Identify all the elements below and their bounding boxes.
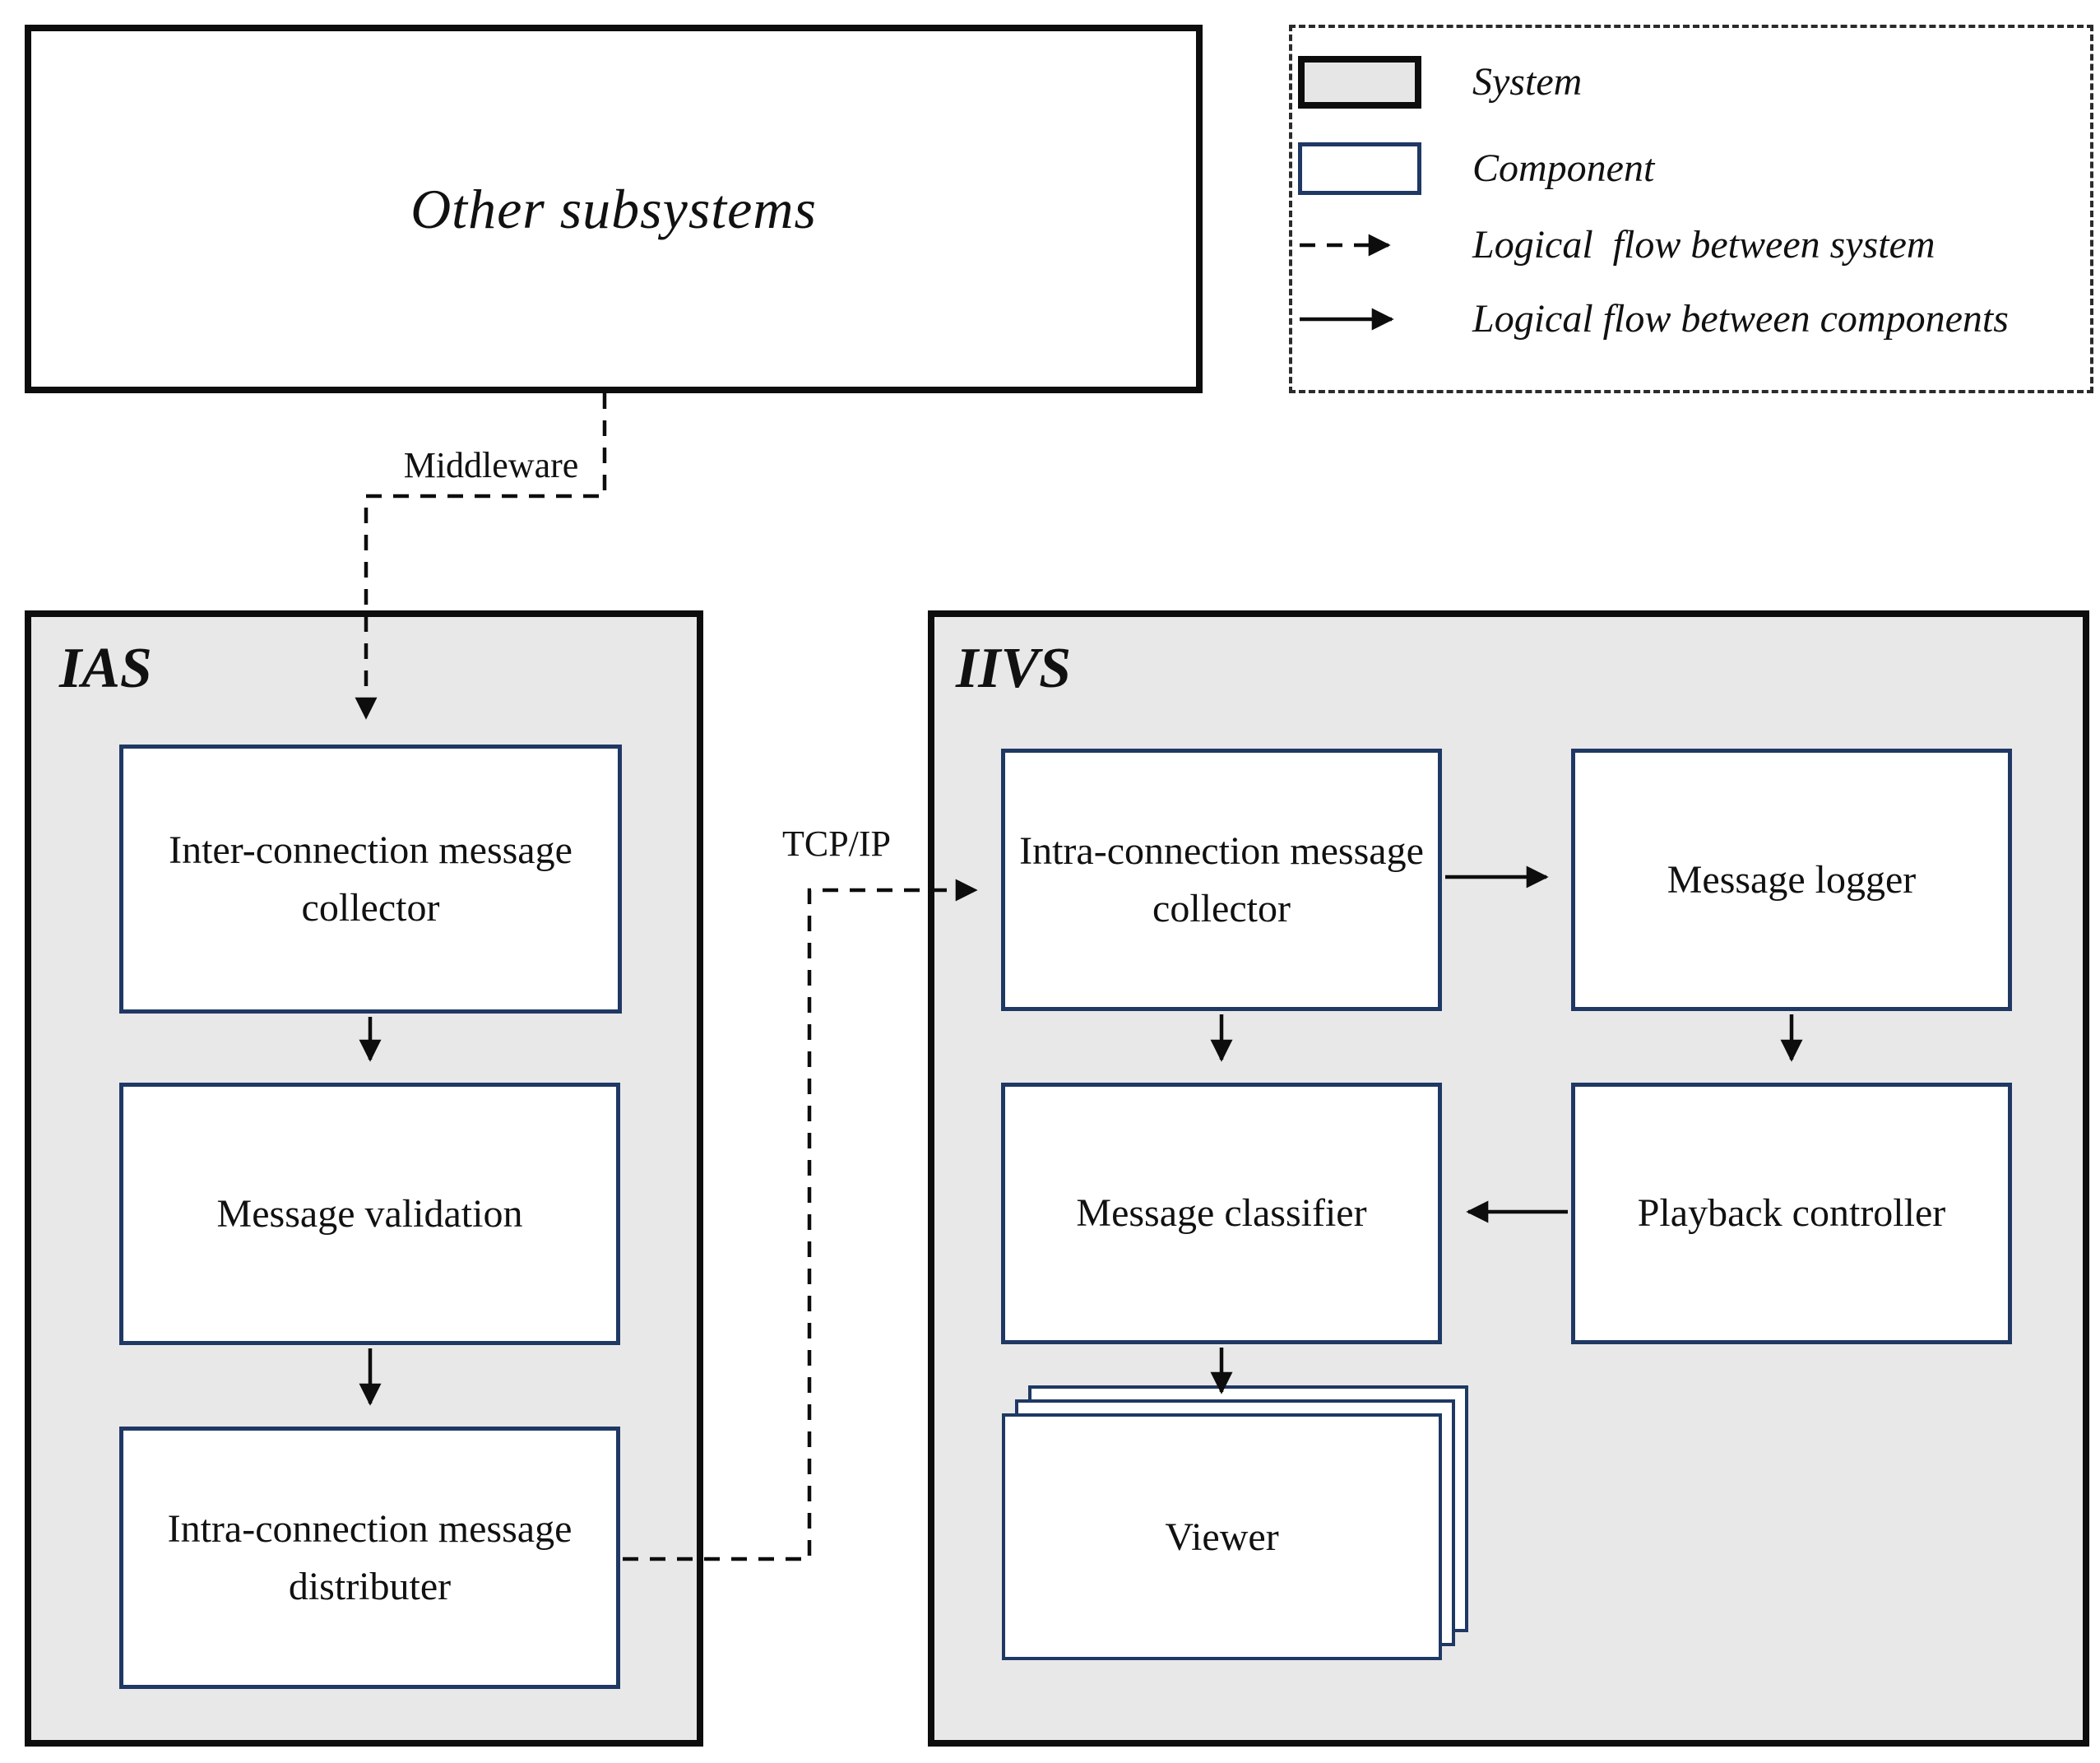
legend-label-system-flow: Logical flow between system	[1472, 223, 1935, 267]
component-intra-connection-message-distributer: Intra-connection message distributer	[119, 1427, 620, 1689]
tcpip-connector-label: TCP/IP	[781, 824, 892, 864]
other-subsystems-box: Other subsystems	[25, 25, 1203, 393]
component-playback-controller: Playback controller	[1571, 1083, 2012, 1344]
ias-system-label: IAS	[59, 637, 152, 700]
iivs-system-label: IIVS	[956, 637, 1072, 700]
component-viewer: Viewer	[1002, 1413, 1442, 1660]
legend-system-swatch	[1298, 56, 1421, 109]
component-message-logger: Message logger	[1571, 749, 2012, 1011]
legend-label-component: Component	[1472, 146, 1655, 190]
middleware-connector-label: Middleware	[403, 445, 579, 485]
legend-label-system: System	[1472, 60, 1583, 104]
component-intra-connection-message-collector: Intra-connection message collector	[1001, 749, 1442, 1011]
legend-label-component-flow: Logical flow between components	[1472, 297, 2009, 341]
legend	[1289, 25, 2093, 393]
component-message-validation: Message validation	[119, 1083, 620, 1345]
component-message-classifier: Message classifier	[1001, 1083, 1442, 1344]
component-inter-connection-message-collector: Inter-connection message collector	[119, 745, 622, 1014]
other-subsystems-label: Other subsystems	[410, 177, 817, 240]
legend-component-swatch	[1298, 142, 1421, 195]
